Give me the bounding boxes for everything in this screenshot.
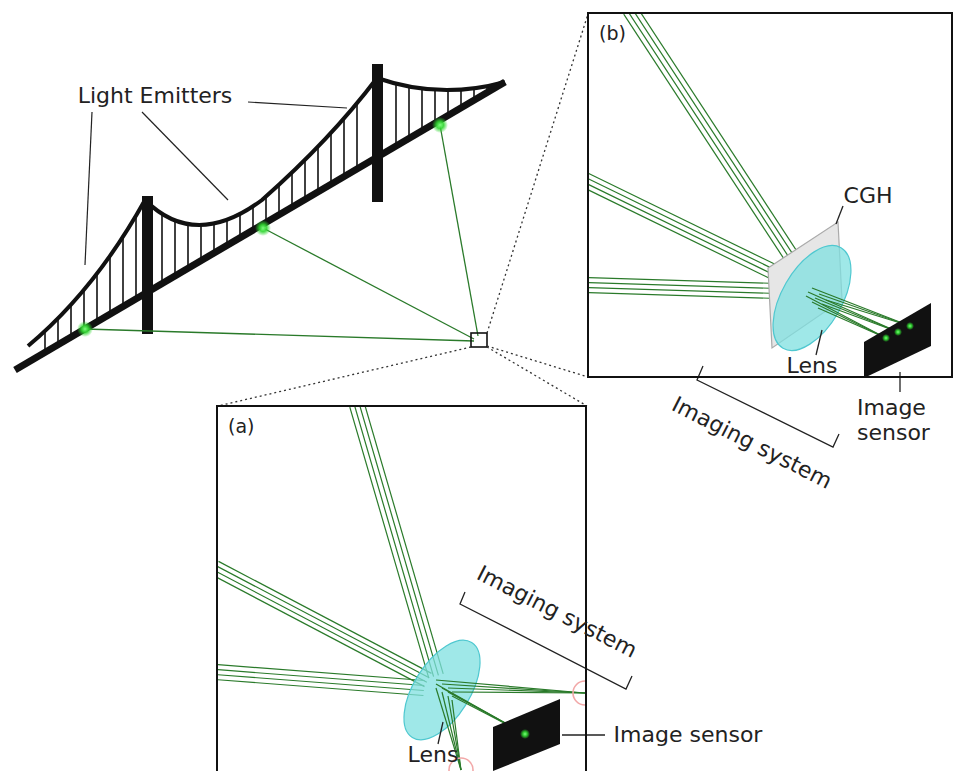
- panel-letter: (a): [218, 407, 264, 445]
- bridge-hanger: [304, 160, 306, 200]
- light-ray: [218, 561, 431, 673]
- light-ray: [819, 294, 910, 326]
- bridge-hanger: [408, 87, 410, 139]
- part-label: CGH: [844, 183, 893, 208]
- light-beams: [85, 125, 478, 341]
- bridge-hanger: [395, 84, 397, 146]
- bridge-hanger: [356, 103, 358, 169]
- light-ray: [815, 298, 898, 332]
- light-ray: [812, 288, 910, 326]
- light-ray: [364, 407, 443, 674]
- bridge-hanger: [96, 274, 98, 322]
- light-ray: [218, 679, 423, 695]
- part-label: Image sensor: [614, 722, 763, 747]
- lens: [757, 233, 867, 363]
- light-ray: [355, 407, 434, 677]
- bridge: [15, 64, 505, 370]
- panel-ground: [588, 13, 952, 377]
- bridge-hanger: [161, 214, 163, 284]
- light-ray: [589, 292, 778, 298]
- zoom-box: [471, 333, 487, 347]
- light-ray: [452, 692, 585, 693]
- bridge-hanger: [135, 216, 137, 299]
- part-label: Image sensor: [857, 395, 947, 446]
- light-ray: [589, 287, 778, 293]
- zoom-lines: [218, 14, 588, 406]
- light-ray: [218, 566, 429, 678]
- part-label: Lens: [787, 353, 838, 378]
- light-ray: [636, 14, 801, 258]
- light-ray: [589, 187, 779, 283]
- bridge-hanger: [291, 172, 293, 207]
- image-sensor: [864, 303, 931, 376]
- light-ray: [628, 14, 793, 263]
- light-ray: [359, 407, 438, 675]
- image-sensor: [493, 699, 560, 771]
- bridge-hanger: [70, 305, 72, 337]
- light-ray: [218, 575, 425, 687]
- light-ray: [826, 300, 910, 326]
- part-label: Light Emitters: [78, 83, 233, 108]
- panel-letter: (b): [589, 14, 636, 52]
- bridge-hanger: [174, 220, 176, 276]
- light-emitter: [77, 117, 448, 337]
- bridge-hanger: [343, 118, 345, 176]
- bridge-hanger: [330, 133, 332, 184]
- bridge-hanger: [278, 185, 280, 215]
- lens: [389, 628, 496, 753]
- light-ray: [442, 684, 585, 693]
- focus-marker: [573, 681, 585, 705]
- leader-line: [85, 102, 347, 265]
- light-ray: [350, 407, 429, 678]
- light-ray: [436, 680, 585, 693]
- bracket: [438, 206, 900, 744]
- bridge-hanger: [122, 237, 124, 307]
- light-ray: [624, 14, 789, 266]
- light-ray: [589, 278, 778, 284]
- light-ray: [589, 178, 783, 274]
- light-ray: [589, 182, 781, 278]
- bridge-hanger: [200, 225, 202, 261]
- bridge-hanger: [187, 224, 189, 268]
- light-ray: [448, 688, 585, 693]
- bridge-hanger: [434, 90, 436, 123]
- panel-b-optics: [589, 14, 931, 376]
- bridge-hanger: [317, 147, 319, 192]
- bridge-hanger: [421, 89, 423, 131]
- light-ray: [589, 173, 785, 269]
- bridge-hanger: [109, 256, 111, 314]
- panel-frame: (b): [587, 12, 953, 378]
- light-ray: [806, 296, 886, 338]
- light-ray: [589, 283, 778, 289]
- light-ray: [218, 570, 427, 682]
- bridge-hanger: [213, 223, 215, 253]
- part-label: Lens: [408, 742, 459, 767]
- light-ray: [808, 292, 898, 332]
